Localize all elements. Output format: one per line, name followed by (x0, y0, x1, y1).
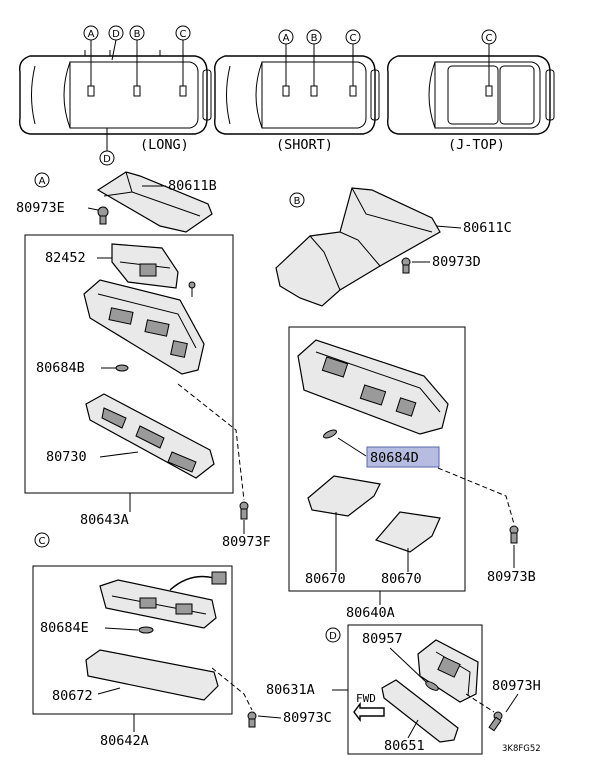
bracket-80611b (96, 171, 213, 233)
bracket-80611c (275, 187, 441, 307)
marker-jtop-c: C (486, 33, 493, 44)
part-label-80642a: 80642A (100, 733, 149, 749)
lens-80670-left (307, 475, 381, 517)
location-markers: A D B C D A B C C (83, 25, 497, 166)
section-a-marker (34, 172, 50, 188)
part-label-80730: 80730 (46, 449, 87, 465)
marker-short-a: A (283, 33, 290, 44)
screw-80973f (239, 501, 249, 520)
marker-short-b: B (311, 33, 318, 44)
screw-80973e (97, 206, 109, 225)
part-label-80957: 80957 (362, 631, 403, 647)
part-label-80684b: 80684B (36, 360, 85, 376)
vehicle-short-top-view (214, 55, 380, 135)
section-d-box (347, 624, 483, 755)
lens-80651 (381, 679, 459, 743)
lamp-body-d (417, 639, 479, 703)
part-label-80651: 80651 (384, 738, 425, 754)
part-label-80973e: 80973E (16, 200, 65, 216)
variant-short-label: (SHORT) (276, 137, 333, 153)
part-label-82452: 82452 (45, 250, 86, 266)
lamp-body-b (297, 339, 449, 435)
marker-long-a: A (88, 29, 95, 40)
bulb-80957 (425, 681, 439, 691)
part-label-80670-left: 80670 (305, 571, 346, 587)
part-label-80611b: 80611B (168, 178, 217, 194)
bulb-80684d (323, 429, 337, 439)
part-label-80973d: 80973D (432, 254, 481, 270)
section-b-marker (289, 192, 305, 208)
part-label-80631a: 80631A (266, 682, 315, 698)
diagram-code: 3K8FG52 (502, 744, 541, 754)
part-label-80973b: 80973B (487, 569, 536, 585)
screw-small-a (188, 281, 196, 297)
screw-80973h (488, 711, 503, 732)
section-d-marker (325, 627, 341, 643)
vehicle-jtop-top-view (387, 55, 555, 135)
marker-long-c: C (180, 29, 187, 40)
section-b-box (288, 326, 466, 592)
screw-80973c (247, 711, 257, 728)
section-c-box (32, 565, 233, 715)
section-d-marker-label: D (329, 631, 337, 642)
bulb-80684b (115, 364, 129, 372)
section-b-marker-label: B (294, 196, 301, 207)
marker-short-c: C (350, 33, 357, 44)
vehicle-long-top-view (19, 50, 212, 135)
housing-82452 (111, 243, 179, 289)
screw-80973d (401, 257, 411, 274)
part-label-80611c: 80611C (463, 220, 512, 236)
section-c-marker-label: C (39, 536, 46, 547)
part-label-80973f: 80973F (222, 534, 271, 550)
part-label-80670-right: 80670 (381, 571, 422, 587)
lamp-body-c (99, 571, 227, 629)
highlight-80684d (366, 446, 440, 468)
lens-80672 (85, 649, 219, 701)
part-label-80973h: 80973H (492, 678, 541, 694)
part-label-80973c: 80973C (283, 710, 332, 726)
fwd-arrow (353, 701, 385, 723)
screw-80973b (509, 525, 519, 544)
section-a-marker-label: A (39, 176, 46, 187)
marker-long-b: B (134, 29, 141, 40)
part-label-80640a: 80640A (346, 605, 395, 621)
lens-80730 (85, 393, 215, 479)
bulb-80684e (138, 626, 154, 634)
part-label-80684e: 80684E (40, 620, 89, 636)
section-a-box (24, 234, 234, 494)
variant-long-label: (LONG) (140, 137, 189, 153)
section-c-marker (34, 532, 50, 548)
part-label-80643a: 80643A (80, 512, 129, 528)
marker-long-d-bottom: D (103, 154, 111, 165)
variant-jtop-label: (J-TOP) (448, 137, 505, 153)
part-label-80672: 80672 (52, 688, 93, 704)
lens-80670-right (374, 511, 441, 553)
part-label-80684d: 80684D (370, 450, 419, 466)
fwd-label: FWD (356, 692, 376, 705)
marker-long-d-top: D (112, 29, 120, 40)
lamp-body-a (83, 279, 205, 375)
